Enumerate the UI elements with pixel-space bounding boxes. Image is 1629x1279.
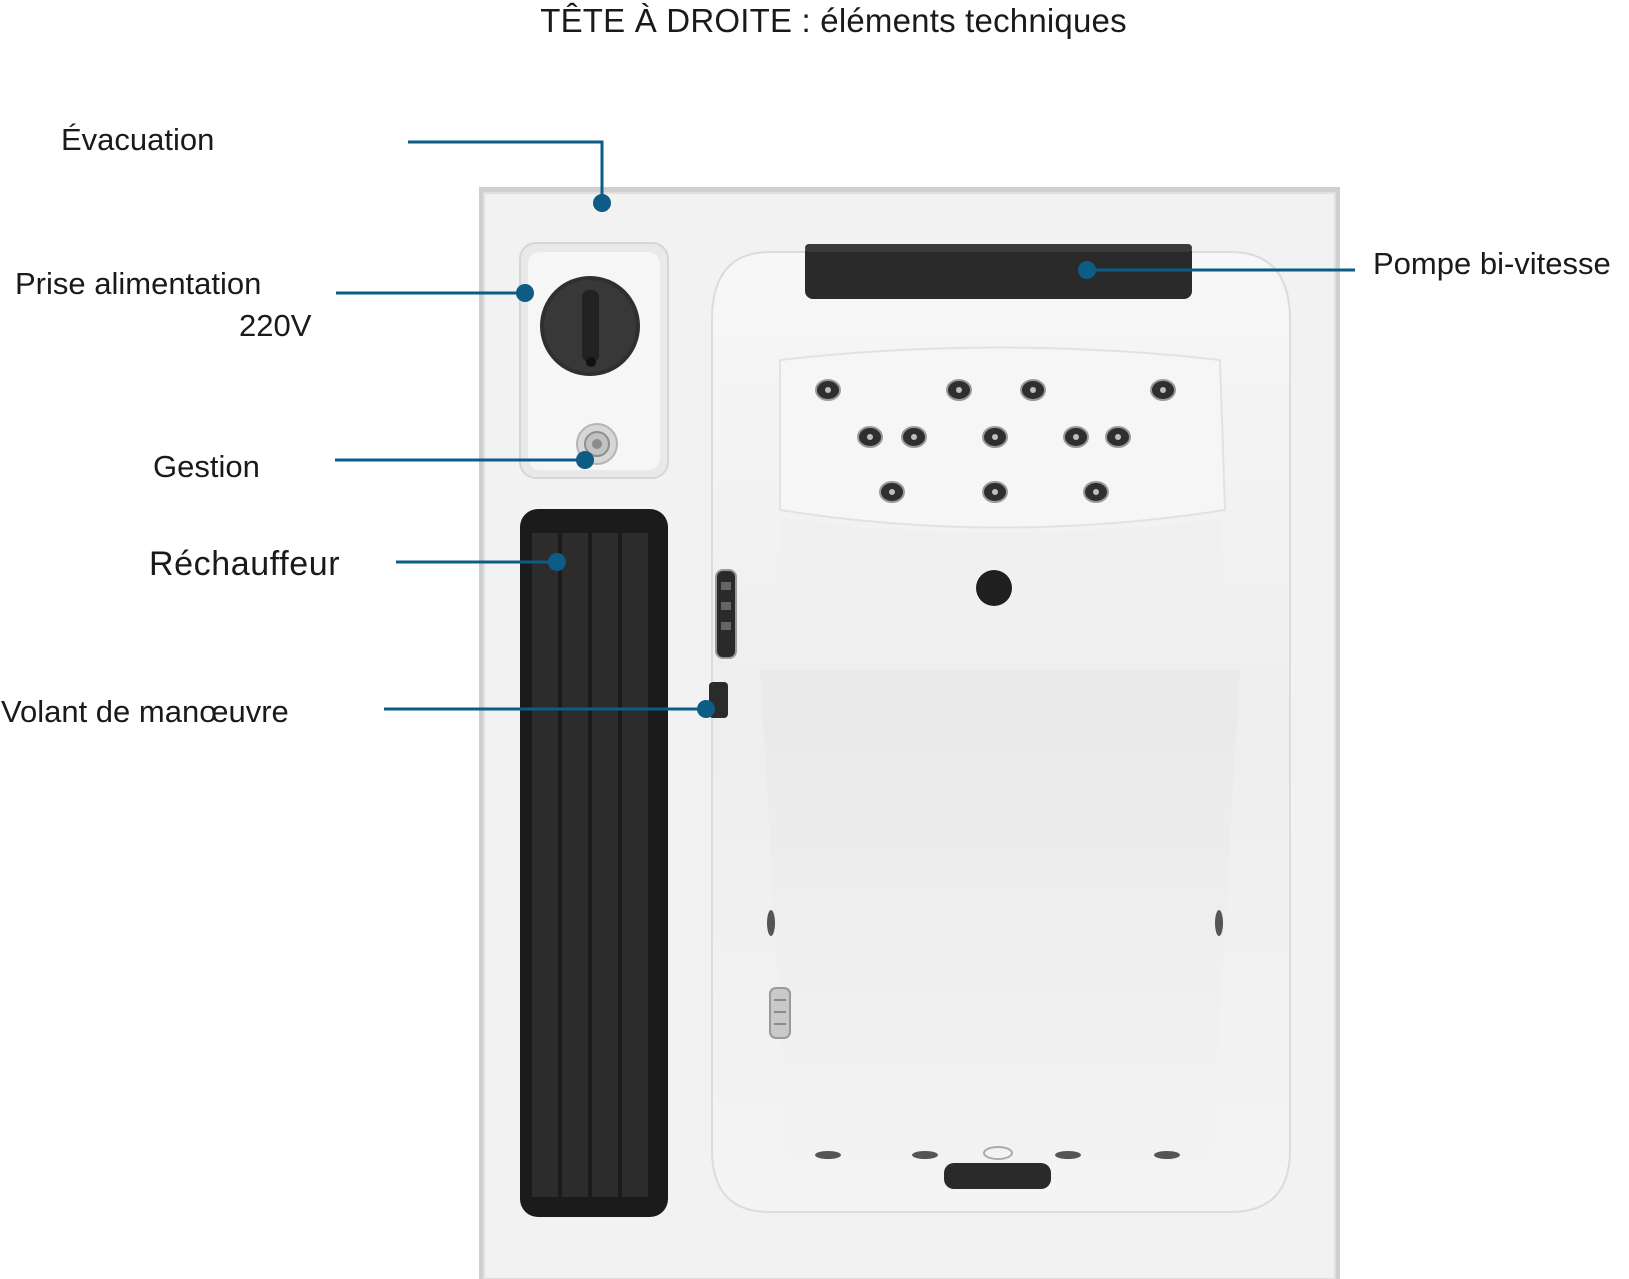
label-gestion: Gestion — [153, 449, 260, 484]
label-evacuation: Évacuation — [61, 122, 215, 157]
power-plug-icon — [540, 276, 640, 376]
callout-dots — [516, 194, 1096, 718]
suction-icon — [976, 570, 1012, 606]
drain-icon — [944, 1146, 1051, 1189]
callouts — [335, 140, 1355, 711]
label-prise-alimentation: Prise alimentation — [15, 266, 262, 301]
label-pompe-bi-vitesse: Pompe bi-vitesse — [1373, 246, 1611, 281]
callout-evacuation — [408, 140, 604, 202]
heater-panel — [520, 509, 668, 1217]
overflow-icon — [769, 987, 791, 1039]
jets — [767, 379, 1223, 1159]
pump-bar — [805, 244, 1192, 299]
tub-basin — [711, 251, 1291, 1213]
label-volant-de-manoeuvre: Volant de manœuvre — [1, 694, 289, 729]
diagram-title: TÊTE À DROITE : éléments techniques — [540, 2, 1127, 39]
label-prise-voltage: 220V — [239, 308, 312, 343]
control-panel — [715, 569, 737, 659]
label-rechauffeur: Réchauffeur — [149, 545, 341, 583]
